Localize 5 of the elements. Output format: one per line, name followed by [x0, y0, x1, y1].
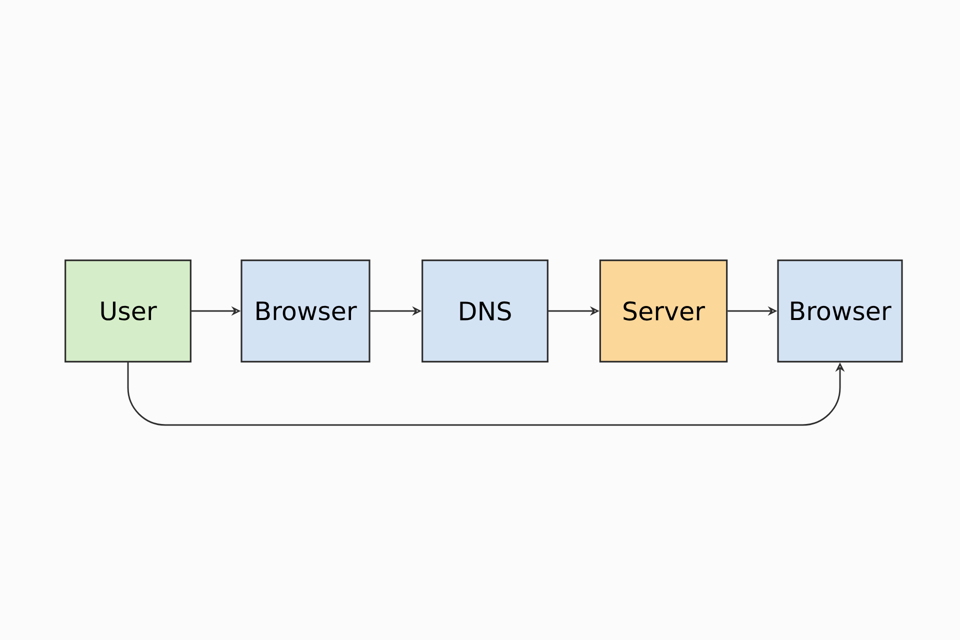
process-box: Server: [599, 260, 728, 362]
process-box: DNS: [422, 260, 548, 362]
process-box: User: [64, 260, 192, 362]
process-box: Browser: [777, 260, 903, 362]
process-box: Browser: [240, 260, 370, 362]
